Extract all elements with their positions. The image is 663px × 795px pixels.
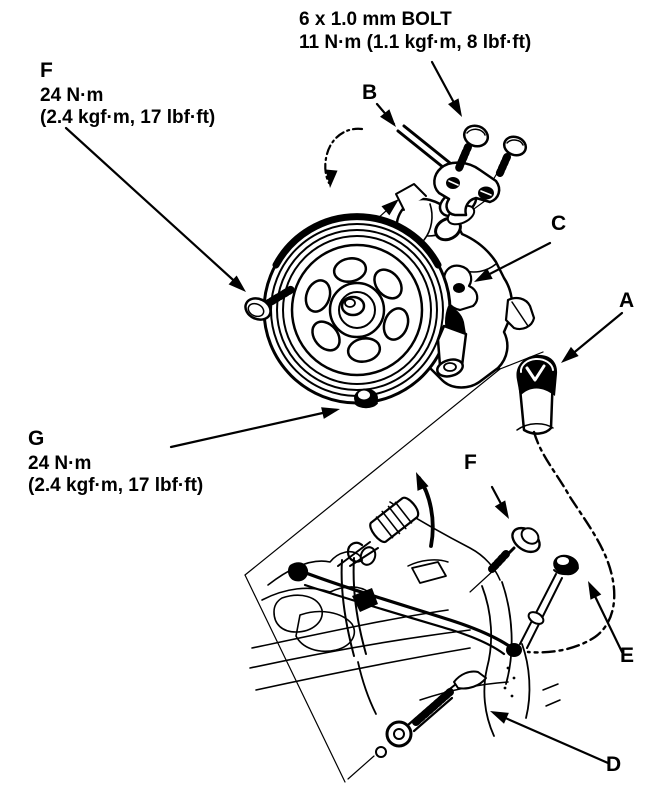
bolt-spec-line1: 6 x 1.0 mm BOLT bbox=[299, 9, 452, 30]
removal-direction-arrow bbox=[416, 472, 435, 548]
return-hose-dashdot bbox=[526, 430, 616, 654]
hose-routing-arc bbox=[324, 127, 364, 188]
bolt-f-lower bbox=[488, 526, 541, 573]
callout-g-detail: (2.4 kgf·m, 17 lbf·ft) bbox=[28, 475, 204, 496]
callout-letter-c: C bbox=[551, 212, 567, 235]
bolt-spec-callout: 6 x 1.0 mm BOLT 11 N·m (1.1 kgf·m, 8 lbf… bbox=[299, 8, 531, 54]
mount-bracket-arc bbox=[287, 562, 563, 657]
pump-pulley bbox=[262, 213, 452, 405]
hose-clamp-a bbox=[516, 354, 558, 435]
callout-letter-g: G bbox=[28, 427, 45, 450]
suction-pipe-boot bbox=[369, 496, 420, 543]
suction-pipe bbox=[337, 541, 379, 715]
pump-outlet-fitting bbox=[436, 306, 468, 378]
callout-letter-a: A bbox=[619, 289, 635, 312]
callout-letter-d: D bbox=[606, 753, 622, 776]
callout-f-upper-torque: 24 N·m bbox=[40, 85, 104, 106]
leader-arrows bbox=[64, 60, 624, 765]
bracket-pivot bbox=[506, 643, 522, 657]
callout-letter-f-upper: F bbox=[40, 59, 53, 82]
bolt-spec-line2: 11 N·m (1.1 kgf·m, 8 lbf·ft) bbox=[299, 32, 532, 53]
callout-g-torque: 24 N·m bbox=[28, 453, 92, 474]
small-plug bbox=[375, 746, 387, 758]
callout-letter-f-lower: F bbox=[464, 451, 477, 474]
mounting-bolt-1 bbox=[455, 124, 490, 172]
hose-clamp-bracket bbox=[433, 161, 501, 217]
callout-letter-e: E bbox=[620, 644, 635, 667]
pressure-pipe bbox=[396, 124, 457, 174]
bolt-f-upper bbox=[244, 285, 296, 321]
nut-g bbox=[354, 388, 378, 409]
callout-f-upper-detail: (2.4 kgf·m, 17 lbf·ft) bbox=[40, 107, 216, 128]
callout-letter-b: B bbox=[362, 81, 378, 104]
pipe-direction-arrowhead bbox=[381, 199, 399, 216]
adjusting-bolt-d bbox=[375, 670, 487, 758]
nut-e bbox=[553, 554, 579, 576]
mounting-bolt-2 bbox=[495, 135, 528, 179]
